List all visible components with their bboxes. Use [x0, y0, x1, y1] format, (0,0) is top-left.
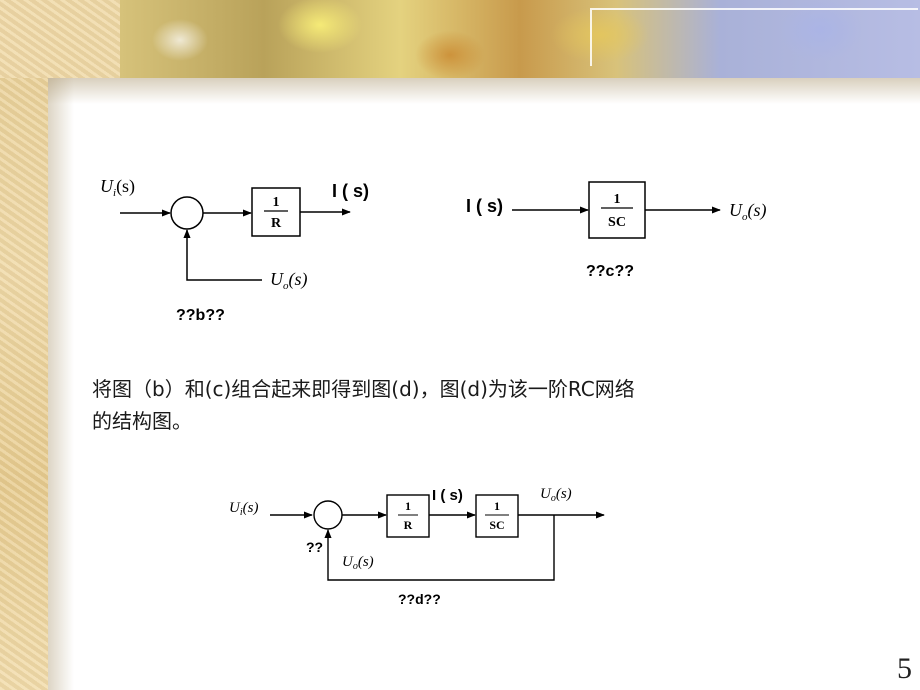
diagram-b-block-numerator: 1 — [273, 195, 280, 210]
diagram-b-feedback-path — [183, 229, 262, 281]
diagram-c-caption: ??c?? — [586, 263, 634, 280]
diagram-b-output-label: I ( s) — [332, 181, 369, 201]
diagram-d-sum-label: ?? — [306, 539, 323, 555]
diagram-c-output-label: Uo(s) — [729, 200, 767, 223]
diagram-d-block-1-over-r — [386, 494, 430, 538]
content-left-shadow — [48, 78, 74, 690]
explanation-paragraph: 将图（b）和(c)组合起来即得到图(d)，图(d)为该一阶RC网络 的结构图。 — [92, 373, 812, 437]
page-number: 5 — [897, 652, 912, 685]
diagram-d-summing-junction — [313, 500, 343, 530]
diagram-c-block-1-over-sc — [588, 181, 646, 239]
diagram-d-block2-denominator: SC — [489, 518, 504, 532]
explanation-line-2: 的结构图。 — [92, 409, 192, 433]
explanation-line-1: 将图（b）和(c)组合起来即得到图(d)，图(d)为该一阶RC网络 — [92, 377, 635, 401]
diagram-d-input-label: Ui(s) — [229, 500, 258, 518]
decorative-left-strip — [0, 0, 48, 690]
diagram-d-feedback-path — [324, 515, 555, 581]
diagram-d-block1-numerator: 1 — [405, 499, 411, 513]
diagram-c-block-numerator: 1 — [614, 192, 621, 207]
diagram-b-input-label: Ui(s) — [100, 176, 135, 199]
diagram-d-block1-denominator: R — [404, 518, 413, 532]
diagram-d-block2-numerator: 1 — [494, 499, 500, 513]
diagram-c: I ( s) 1 SC Uo(s) ??c?? — [466, 181, 767, 280]
diagram-d-caption: ??d?? — [398, 591, 441, 607]
diagram-c-input-label: I ( s) — [466, 196, 503, 216]
diagram-d-block-1-over-sc — [475, 494, 519, 538]
diagram-c-block-denominator: SC — [608, 215, 626, 230]
diagram-b-caption: ??b?? — [176, 307, 225, 324]
diagram-d-feedback-label: Uo(s) — [342, 554, 374, 572]
decorative-photo-strip — [120, 0, 920, 78]
diagram-b-block-denominator: R — [271, 216, 282, 231]
diagram-b-feedback-label: Uo(s) — [270, 269, 308, 292]
diagram-b-block-1-over-r — [251, 187, 301, 237]
diagram-b: Ui(s) 1 R I ( s) Uo(s) ??b?? — [100, 176, 369, 324]
content-top-shadow — [48, 78, 920, 104]
diagram-b-summing-junction — [170, 196, 204, 230]
diagram-d-mid-label: I ( s) — [432, 487, 463, 504]
photo-frame-line — [590, 8, 918, 66]
diagram-d: Ui(s) ?? 1 R I ( s) 1 SC Uo(s) Uo(s) ??d… — [229, 486, 605, 607]
diagram-d-output-label: Uo(s) — [540, 486, 572, 504]
